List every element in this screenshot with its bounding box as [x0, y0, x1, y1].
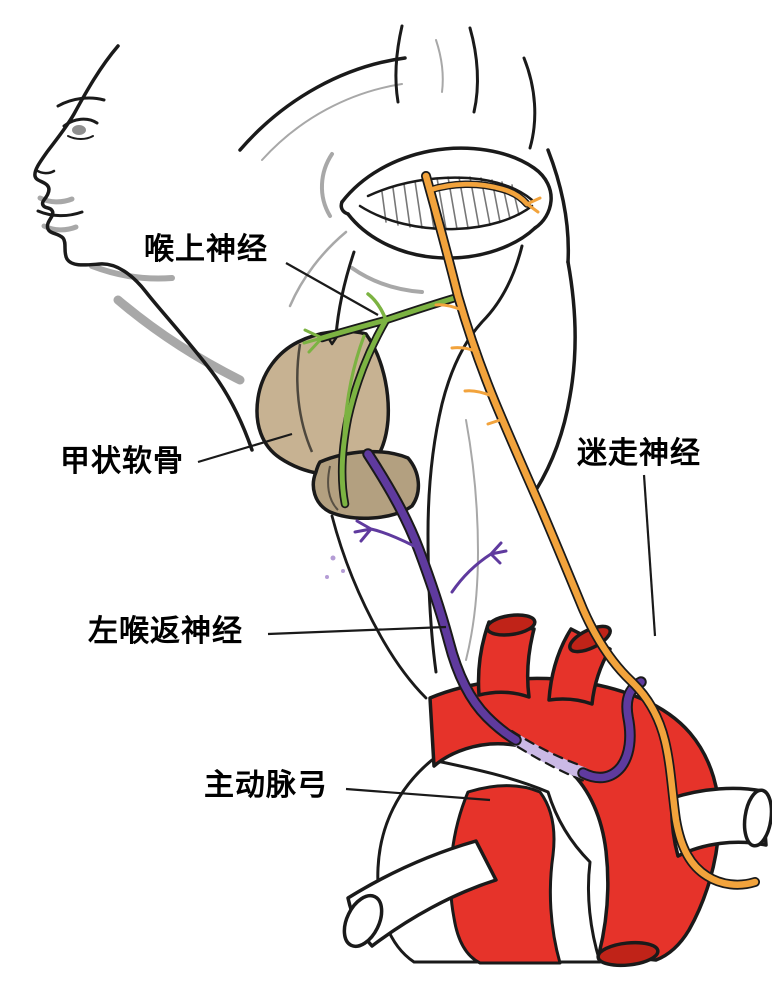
arch-branch-vessel-1	[476, 620, 536, 699]
recurrent-laryngeal-nerve	[325, 448, 647, 784]
leader-vagus	[642, 474, 657, 637]
vagus-nerve	[421, 171, 760, 890]
vessel-opening	[596, 940, 660, 968]
label-thyroid-cartilage: 甲状软骨	[60, 445, 184, 478]
leader-recurrent-laryngeal	[267, 625, 447, 636]
face-profile-sketch	[33, 24, 577, 700]
label-leader-lines	[197, 262, 657, 802]
vessel-opening	[342, 893, 384, 949]
nerve-speckles	[325, 555, 345, 579]
vessel-opening	[742, 788, 772, 848]
pulmonary-vessel-left	[342, 839, 498, 949]
recurrent-nerve-branches	[353, 519, 508, 594]
leader-thyroid-cartilage	[197, 432, 293, 464]
label-left-recurrent-laryngeal-nerve: 左喉返神经	[88, 615, 243, 648]
eye-iris	[72, 125, 86, 135]
pulmonary-vessel-right	[670, 786, 772, 858]
label-vagus-nerve: 迷走神经	[577, 437, 701, 470]
aortic-arch-shape	[428, 613, 722, 968]
leader-aortic-arch	[345, 787, 491, 802]
leader-superior-laryngeal	[285, 262, 379, 316]
superior-laryngeal-nerve	[302, 292, 463, 509]
label-aortic-arch: 主动脉弓	[204, 769, 328, 802]
vessel-opening	[485, 613, 537, 637]
label-superior-laryngeal-nerve: 喉上神经	[144, 233, 268, 266]
